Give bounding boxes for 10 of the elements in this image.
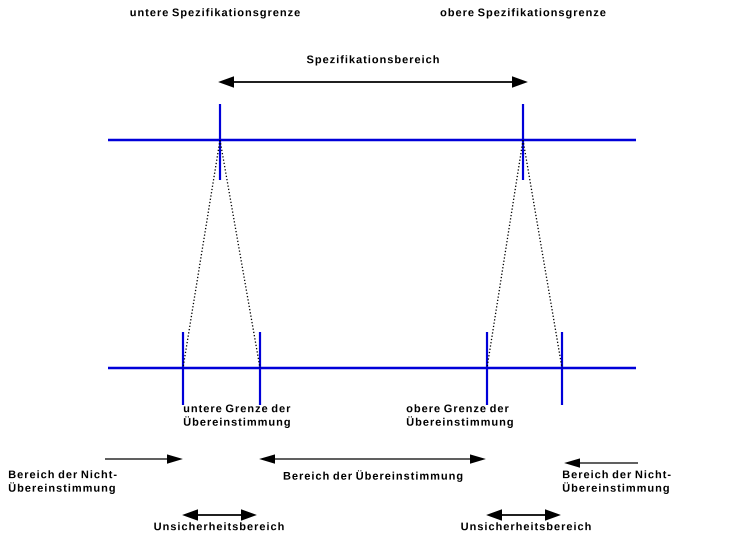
range-label: Spezifikationsbereich xyxy=(306,55,439,66)
limit-label: obere Spezifikationsgrenze xyxy=(440,8,606,18)
limit-label: untere Grenze der Übereinstimmung xyxy=(184,404,290,428)
range-label: Unsicherheitsbereich xyxy=(461,522,591,530)
range-label: Bereich der Nicht- Übereinstimmung xyxy=(562,470,671,494)
range-label: Bereich der Nicht- Übereinstimmung xyxy=(8,470,117,494)
range-label: Bereich der Übereinstimmung xyxy=(284,470,462,482)
range-label: Unsicherheitsbereich xyxy=(154,522,284,530)
limit-label: untere Spezifikationsgrenze xyxy=(130,8,300,18)
limit-label: obere Grenze der Übereinstimmung xyxy=(406,404,513,428)
